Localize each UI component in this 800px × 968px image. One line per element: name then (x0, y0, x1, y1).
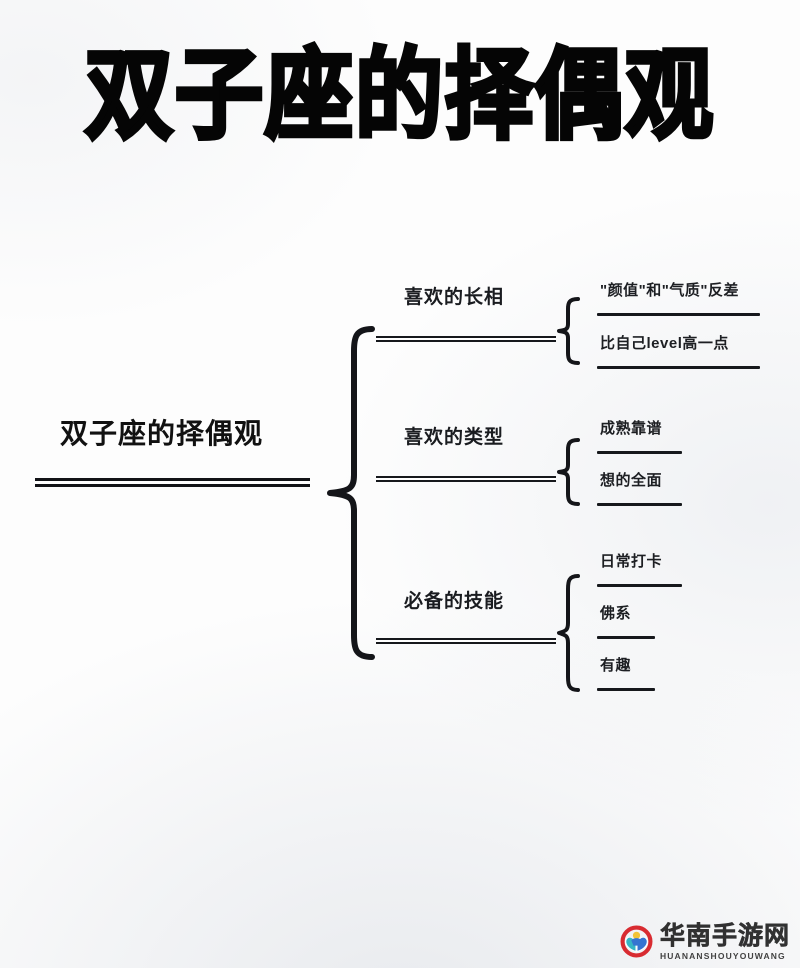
leaf-underline-1-1 (597, 313, 760, 316)
leaf-label-3-3: 有趣 (600, 657, 632, 674)
leaf-underline-1-2 (597, 366, 760, 369)
leaf-label-1-1: "颜值"和"气质"反差 (600, 282, 739, 299)
branch-label-1: 喜欢的长相 (404, 287, 505, 308)
main-brace-icon (327, 326, 375, 660)
branch-label-3: 必备的技能 (404, 591, 505, 612)
leaf-label-2-1: 成熟靠谱 (600, 420, 663, 437)
leaf-label-2-2: 想的全面 (600, 472, 663, 489)
watermark-name-cn: 华南手游网 (659, 920, 790, 950)
watermark: 华南手游网 HUANANSHOUYOUWANG (620, 920, 790, 961)
leaf-underline-2-1 (597, 451, 682, 454)
site-logo-icon (620, 925, 653, 958)
leaf-underline-2-2 (597, 503, 682, 506)
leaf-label-1-2: 比自己level高一点 (600, 335, 729, 352)
page-title: 双子座的择偶观 (83, 37, 715, 153)
leaf-label-3-2: 佛系 (600, 605, 632, 622)
leaf-underline-3-3 (597, 688, 655, 691)
leaf-underline-3-1 (597, 584, 682, 587)
mindmap-root-underline (35, 478, 310, 487)
branch-brace-1-icon (557, 297, 580, 365)
watermark-text: 华南手游网 HUANANSHOUYOUWANG (659, 920, 790, 961)
watermark-name-en: HUANANSHOUYOUWANG (659, 950, 786, 961)
branch-underline-1 (376, 336, 556, 342)
branch-brace-2-icon (557, 438, 580, 506)
leaf-label-3-1: 日常打卡 (600, 553, 663, 570)
branch-label-2: 喜欢的类型 (404, 427, 505, 448)
branch-brace-3-icon (557, 574, 580, 692)
branch-underline-3 (376, 638, 556, 644)
branch-underline-2 (376, 476, 556, 482)
leaf-underline-3-2 (597, 636, 655, 639)
mindmap-root-label: 双子座的择偶观 (60, 418, 264, 449)
